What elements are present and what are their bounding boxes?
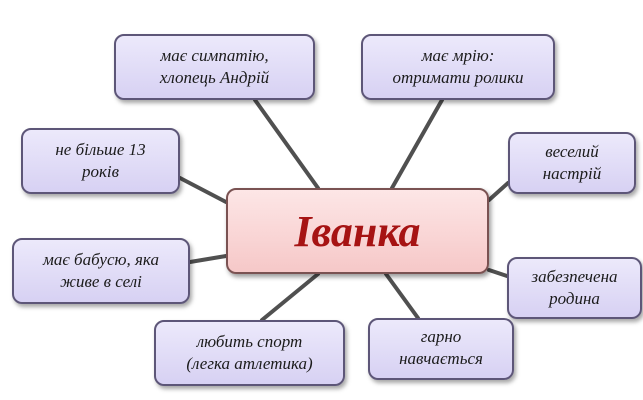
node-sympathy: має симпатію, хлопець Андрій [114,34,315,100]
connector-line [260,272,320,322]
node-mood: веселий настрій [508,132,636,194]
connector-line [487,268,509,278]
node-studies: гарно навчається [368,318,514,380]
connector-line [390,98,444,190]
connector-line [188,254,228,264]
node-family: забезпечена родина [507,257,642,319]
connector-line [487,181,510,202]
node-dream: має мрію: отримати ролики [361,34,555,100]
node-grandmother: має бабусю, яка живе в селі [12,238,190,304]
node-age: не більше 13 років [21,128,180,194]
center-node: Іванка [226,188,489,274]
connector-line [384,272,420,320]
connector-line [178,176,228,204]
connector-line [253,98,320,190]
node-sport: любить спорт (легка атлетика) [154,320,345,386]
